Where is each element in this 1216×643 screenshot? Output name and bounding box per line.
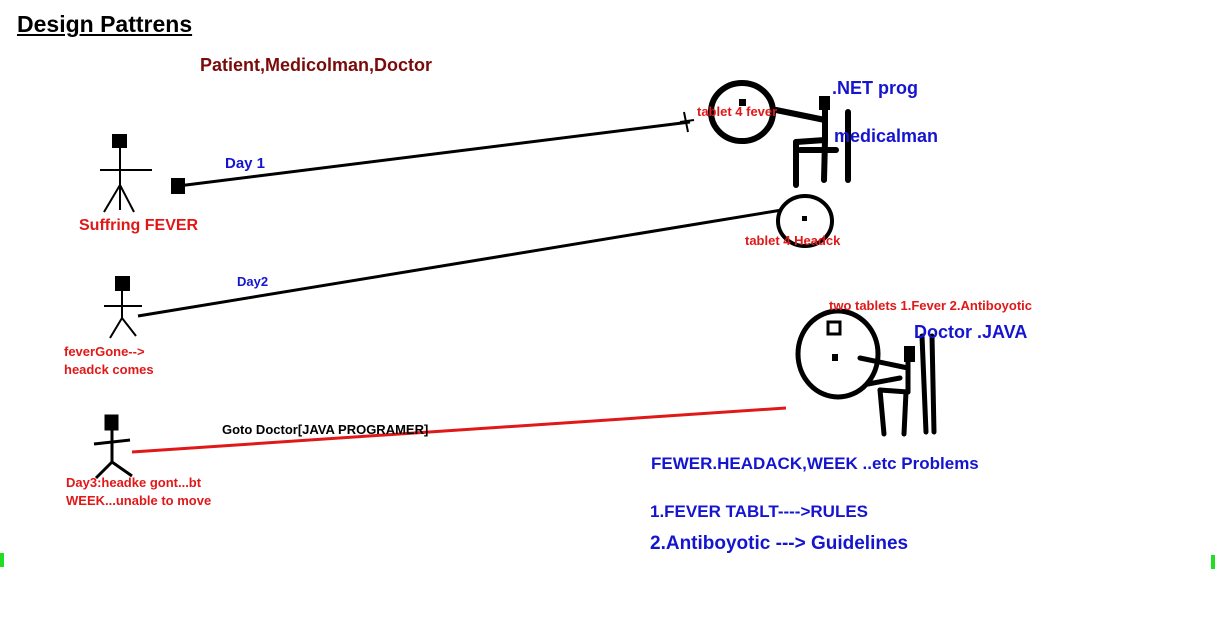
rule2-label: 2.Antiboyotic ---> Guidelines xyxy=(650,533,909,554)
patient-figure-day1 xyxy=(100,134,152,213)
tablet-headck-label: tablet 4 Headck xyxy=(745,233,841,248)
day2-label: Day2 xyxy=(237,274,269,289)
medicalman-figure xyxy=(708,80,851,188)
problems-label: FEWER.HEADACK,WEEK ..etc Problems xyxy=(651,454,979,473)
edge-marker-right xyxy=(1211,555,1215,569)
medicalman-label: medicalman xyxy=(834,126,939,146)
two-tablets-label: two tablets 1.Fever 2.Antiboyotic xyxy=(829,298,1032,313)
rule1-label: 1.FEVER TABLT---->RULES xyxy=(650,502,869,521)
patient-figure-day2 xyxy=(104,276,142,339)
subtitle: Patient,Medicolman,Doctor xyxy=(200,55,433,75)
headck-comes-label: headck comes xyxy=(64,362,154,377)
arrow-day2 xyxy=(137,208,783,318)
day3-label: Day3:headke gont...bt xyxy=(66,475,202,490)
edge-marker-left xyxy=(0,553,4,567)
tablet-headck-circle xyxy=(776,194,834,248)
suffring-fever-label: Suffring FEVER xyxy=(79,217,199,234)
fever-gone-label: feverGone--> xyxy=(64,344,145,359)
doctor-figure xyxy=(795,308,937,437)
doctor-java-label: Doctor .JAVA xyxy=(914,322,1028,342)
patient-figure-day3 xyxy=(93,414,133,480)
tablet-fever-label: tablet 4 fever xyxy=(697,104,778,119)
arrow-goto-doctor xyxy=(131,406,787,454)
page-title: Design Pattrens xyxy=(17,11,193,37)
day1-label: Day 1 xyxy=(225,155,266,172)
goto-doctor-label: Goto Doctor[JAVA PROGRAMER] xyxy=(222,422,429,437)
arrow-day1 xyxy=(171,111,695,194)
net-prog-label: .NET prog xyxy=(832,78,918,98)
week-unable-label: WEEK...unable to move xyxy=(66,493,212,508)
